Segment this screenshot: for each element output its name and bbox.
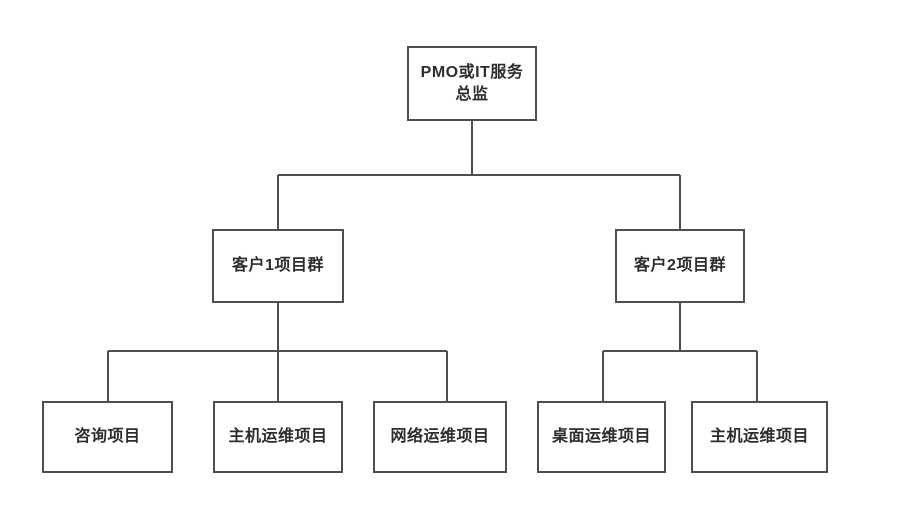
node-consulting-project: 咨询项目 — [42, 401, 173, 473]
node-network-ops-project: 网络运维项目 — [373, 401, 507, 473]
node-label: 客户2项目群 — [634, 257, 726, 275]
node-label: 网络运维项目 — [390, 428, 490, 446]
node-customer1-program: 客户1项目群 — [212, 229, 344, 303]
node-label: 桌面运维项目 — [551, 428, 651, 446]
node-label: 总监 — [455, 85, 489, 103]
node-label: 咨询项目 — [74, 428, 141, 446]
node-label: 客户1项目群 — [232, 257, 324, 275]
node-label: 主机运维项目 — [709, 428, 809, 446]
node-label: 主机运维项目 — [228, 428, 328, 446]
node-host-ops-project-2: 主机运维项目 — [691, 401, 828, 473]
node-pmo-it-service-director: PMO或IT服务 总监 — [407, 46, 537, 121]
node-customer2-program: 客户2项目群 — [615, 229, 745, 303]
node-label: PMO或IT服务 — [420, 63, 524, 81]
node-desktop-ops-project: 桌面运维项目 — [537, 401, 666, 473]
node-host-ops-project-1: 主机运维项目 — [213, 401, 343, 473]
